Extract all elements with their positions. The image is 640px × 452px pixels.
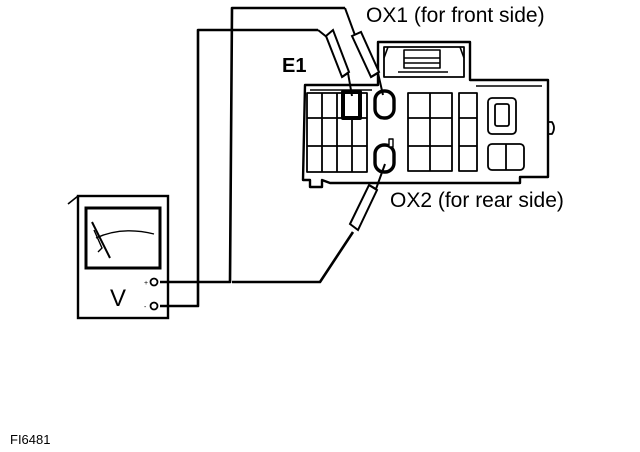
wires: [160, 6, 355, 308]
ox2-terminal: [373, 143, 396, 174]
ox1-terminal: [373, 89, 396, 120]
probe-ox1: [344, 7, 384, 96]
meter-symbol: V: [110, 285, 126, 312]
probe-ox2: [348, 163, 386, 232]
e1-label: E1: [282, 55, 306, 77]
svg-text:-: -: [144, 304, 147, 311]
meter-terminal-positive: [149, 277, 159, 287]
probe-e1: [317, 28, 353, 97]
ox2-label: OX2 (for rear side): [390, 189, 564, 212]
meter-terminal-negative: [149, 301, 159, 311]
figure-code: FI6481: [10, 432, 50, 447]
meter-needle: [91, 221, 111, 259]
voltmeter: + -: [67, 194, 170, 320]
check-connector: [301, 40, 555, 189]
svg-text:+: +: [144, 280, 148, 287]
terminal-grid-center: [407, 92, 478, 172]
terminal-grid-right: [487, 97, 525, 171]
ox1-label: OX1 (for front side): [366, 4, 545, 27]
